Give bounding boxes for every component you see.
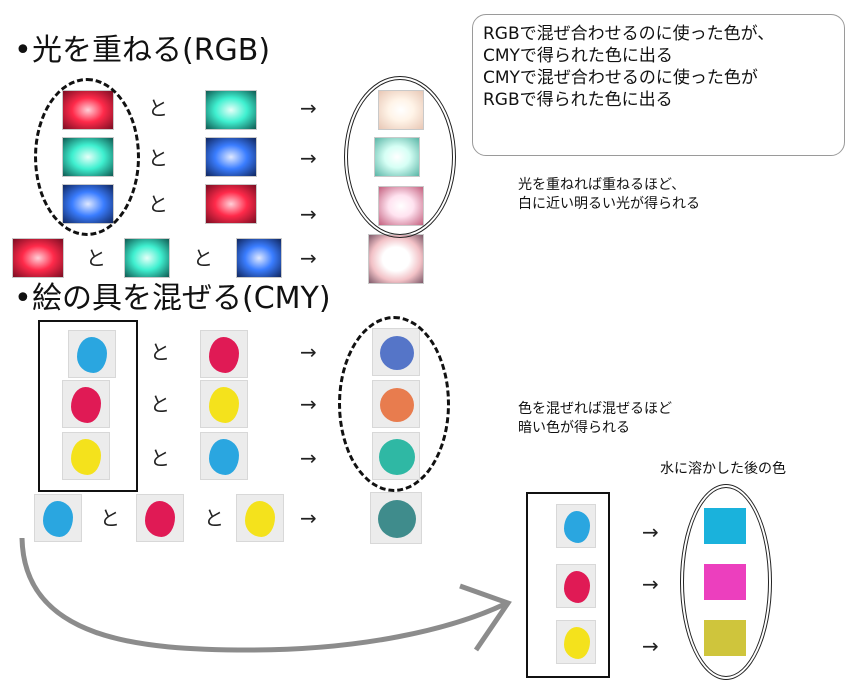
operator-and: と <box>150 340 170 364</box>
arrow-icon: → <box>300 446 317 470</box>
green-light <box>205 90 257 130</box>
yellow-paint-blob <box>71 439 101 475</box>
cmy-result-dashed-oval <box>338 316 450 492</box>
cyan-paint-blob <box>43 501 73 537</box>
arrow-icon: → <box>300 506 317 530</box>
cyan-paint-blob <box>77 337 107 373</box>
rgb-heading-text: 光を重ねる(RGB) <box>32 33 271 68</box>
curved-arrow-head <box>459 583 512 652</box>
cmy-heading: •絵の具を混ぜる(CMY) <box>14 282 331 316</box>
rgb-heading: •光を重ねる(RGB) <box>14 34 270 68</box>
curved-arrow-path <box>19 537 507 653</box>
dissolved-result-double-oval <box>680 484 772 680</box>
arrow-icon: → <box>642 634 659 658</box>
operator-and: と <box>193 246 213 270</box>
cyan-paint <box>556 504 596 548</box>
yellow-paint <box>62 432 110 480</box>
magenta-paint <box>62 380 110 428</box>
rgb-result-double-oval <box>344 76 456 238</box>
cmy-heading-text: 絵の具を混ぜる(CMY) <box>32 281 331 316</box>
cyan-paint-blob <box>564 511 590 543</box>
dissolved-label: 水に溶かした後の色 <box>660 461 786 477</box>
operator-and: と <box>86 246 106 270</box>
magenta-paint-blob <box>564 571 590 603</box>
arrow-icon: → <box>642 520 659 544</box>
blue-light <box>236 238 282 278</box>
operator-and: と <box>148 146 168 170</box>
mixed-dark-teal-paint-blob <box>378 500 416 538</box>
magenta-paint-blob <box>209 337 239 373</box>
magenta-paint <box>556 564 596 608</box>
yellow-paint-blob <box>245 501 275 537</box>
green-light <box>124 238 170 278</box>
result-light-white <box>368 234 424 284</box>
operator-and: と <box>148 96 168 120</box>
rgb-note: 光を重ねれば重ねるほど、 白に近い明るい光が得られる <box>518 177 700 212</box>
arrow-icon: → <box>300 246 317 270</box>
red-light <box>12 238 64 278</box>
cyan-paint-blob <box>209 439 239 475</box>
cyan-paint <box>34 494 82 542</box>
yellow-paint <box>556 620 596 664</box>
arrow-icon: → <box>300 96 317 120</box>
yellow-paint <box>236 494 284 542</box>
operator-and: と <box>150 392 170 416</box>
arrow-icon: → <box>300 146 317 170</box>
cyan-paint <box>68 330 116 378</box>
cmy-input-box <box>38 320 138 492</box>
yellow-paint-blob <box>564 627 590 659</box>
operator-and: と <box>150 446 170 470</box>
yellow-paint-blob <box>209 387 239 423</box>
arrow-icon: → <box>642 572 659 596</box>
cyan-paint <box>200 432 248 480</box>
operator-and: と <box>148 192 168 216</box>
bullet-icon: • <box>14 33 32 68</box>
blue-light <box>205 137 257 177</box>
operator-and: と <box>204 506 224 530</box>
magenta-paint <box>200 330 248 378</box>
red-light <box>205 184 257 224</box>
rgb-input-dashed-oval <box>34 78 140 236</box>
summary-note: RGBで混ぜ合わせるのに使った色が、 CMYで得られた色に出る CMYで混ぜ合わ… <box>472 14 845 156</box>
operator-and: と <box>100 506 120 530</box>
dissolved-input-box <box>526 492 610 678</box>
magenta-paint <box>136 494 184 542</box>
yellow-paint <box>200 380 248 428</box>
cmy-note: 色を混ぜれば混ぜるほど 暗い色が得られる <box>518 401 672 436</box>
magenta-paint-blob <box>71 387 101 423</box>
bullet-icon: • <box>14 281 32 316</box>
arrow-icon: → <box>300 392 317 416</box>
arrow-icon: → <box>300 202 317 226</box>
mixed-dark-teal-paint <box>370 492 422 544</box>
arrow-icon: → <box>300 340 317 364</box>
magenta-paint-blob <box>145 501 175 537</box>
